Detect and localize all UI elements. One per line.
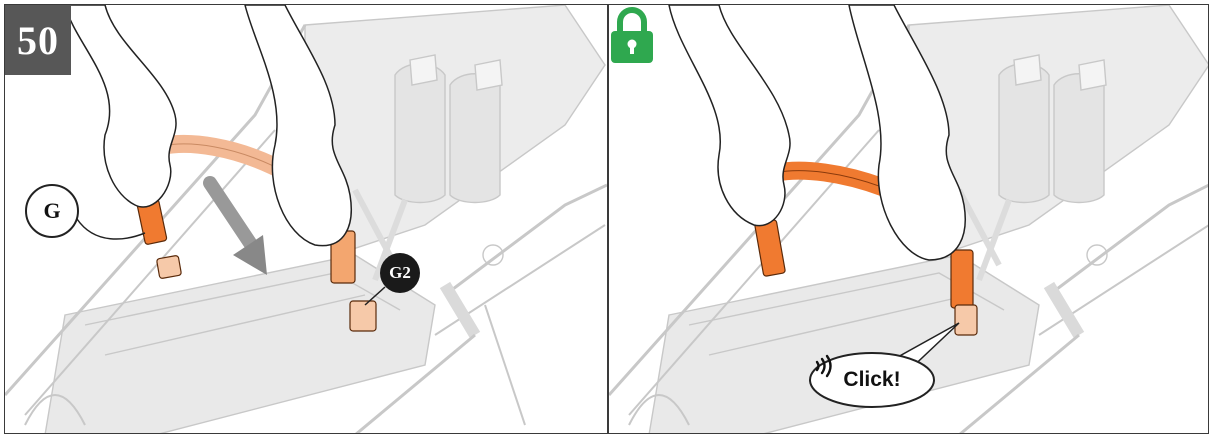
click-callout: Click!: [810, 353, 934, 407]
instruction-figure: 50 G G2: [4, 4, 1209, 434]
buckle-receiver-left: [156, 255, 181, 279]
stroller-seat-illustration-left: [5, 5, 607, 433]
panel-step-click: Click!: [609, 5, 1209, 433]
padlock-locked-icon: [609, 5, 655, 65]
buckle-right-connected: [951, 250, 973, 308]
step-number-badge: 50: [5, 5, 71, 75]
down-arrow: [210, 183, 267, 275]
sound-waves-icon: [810, 353, 836, 379]
buckle-receiver-right: [350, 301, 376, 331]
click-label: Click!: [843, 368, 900, 392]
callout-label-g: G: [25, 184, 79, 238]
panel-step-insert: 50 G G2: [5, 5, 607, 433]
callout-label-g2: G2: [380, 253, 420, 293]
